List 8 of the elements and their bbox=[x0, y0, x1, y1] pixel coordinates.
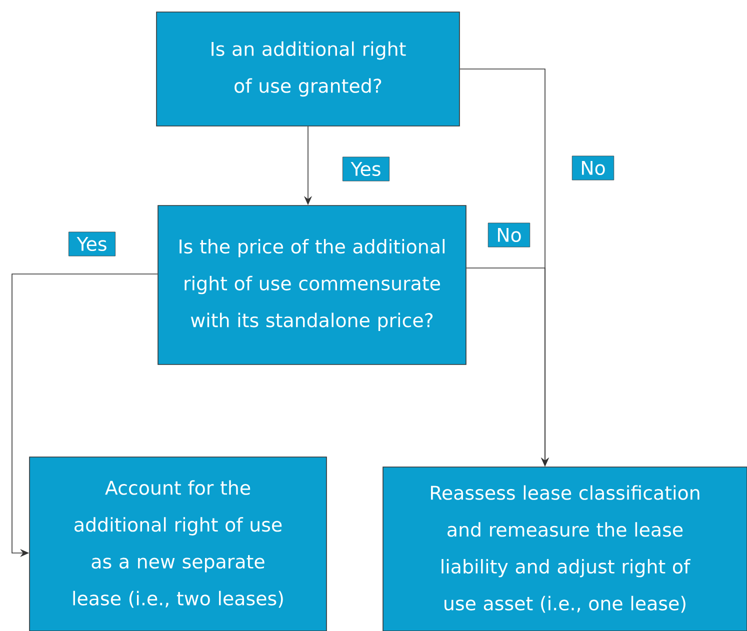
edge-label: No bbox=[572, 156, 614, 180]
edge-label: No bbox=[488, 222, 530, 248]
edge-label: Yes bbox=[68, 232, 116, 256]
process-box: Account for the additional right of use as a new separate lease (i.e., two leases) bbox=[29, 456, 327, 631]
process-box: Is the price of the additional right of use commensurate with its standalone price? bbox=[158, 205, 466, 365]
process-box: Reassess lease classification and remeasure the lease liability and adjust right of use asset (i.e., one lease) bbox=[382, 466, 747, 631]
process-box: Is an additional right of use granted? bbox=[156, 12, 460, 126]
edge-label: Yes bbox=[342, 156, 390, 182]
